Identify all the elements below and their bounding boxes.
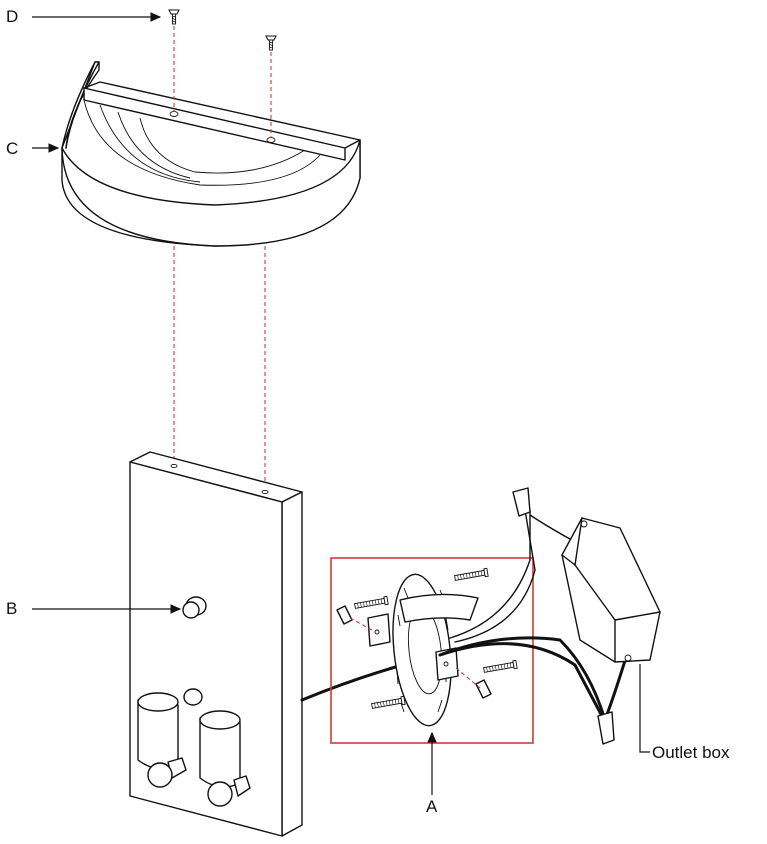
callout-outlet-box (639, 664, 650, 753)
label-outlet-box: Outlet box (652, 743, 730, 762)
outlet-box (561, 517, 661, 663)
lamp-holder-left (137, 688, 203, 788)
alignment-guides (173, 26, 272, 492)
label-c: C (6, 139, 19, 158)
knob-b (182, 596, 207, 619)
screw-d-right (265, 35, 277, 51)
label-b: B (6, 599, 18, 618)
lamp-holder-right (199, 710, 251, 807)
screw-d-left (168, 9, 180, 25)
shade-c (61, 61, 361, 247)
label-a: A (426, 797, 438, 816)
mounting-plate-a (336, 567, 518, 727)
label-d: D (6, 7, 19, 26)
